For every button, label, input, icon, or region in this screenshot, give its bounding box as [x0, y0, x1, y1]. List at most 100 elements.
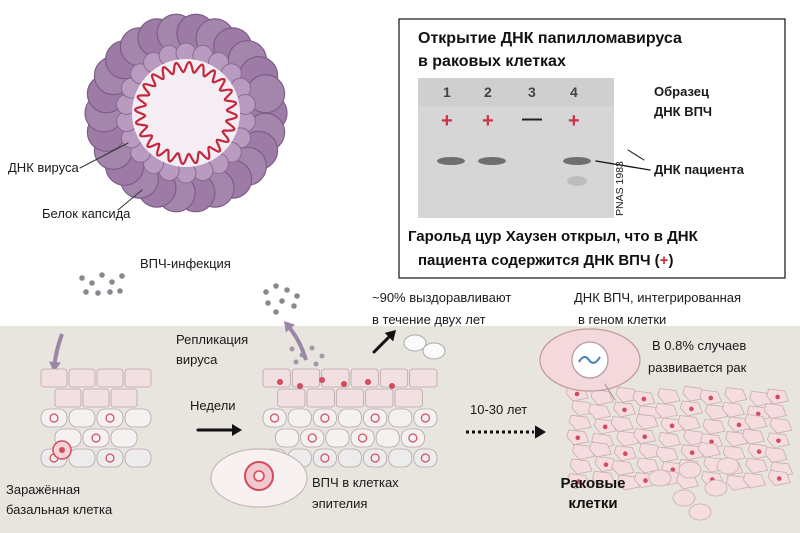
gel-caption-plus: + [659, 252, 669, 269]
epithelial-tissue-cell [300, 428, 325, 448]
epithelial-tissue-cell [338, 408, 362, 428]
gel-band [563, 157, 591, 165]
epithelial-tissue-cell [388, 448, 413, 468]
citation-pnas-1983: PNAS 1983 [614, 161, 626, 216]
epithelial-tissue-cell [413, 448, 438, 468]
cancer-cell-nucleus [708, 395, 714, 401]
cancer-cell [571, 443, 595, 460]
virion-particle [119, 273, 125, 279]
lane-1-sign: + [441, 110, 453, 132]
infected-cell-label-line1: Заражённая [6, 482, 81, 497]
basal-tissue-cell [96, 448, 124, 468]
patient-dna-pointer [595, 160, 651, 171]
epithelial-tissue-cell [350, 368, 379, 388]
epithelial-tissue-cell [388, 408, 413, 428]
lane-4-sign: + [568, 110, 580, 132]
cancer-cell-nucleus [575, 435, 581, 441]
virion-particle [294, 293, 300, 299]
basal-tissue-cell [110, 388, 138, 408]
cancer-cell [638, 442, 662, 459]
epithelial-tissue-nucleus [370, 453, 380, 463]
lane-number-2: 2 [484, 84, 492, 100]
epithelial-tissue-cell [350, 428, 375, 448]
virion-particle [263, 289, 269, 295]
virion-particle [117, 288, 123, 294]
cancer-cell [763, 403, 787, 419]
infected-basal-nucleus [59, 447, 65, 453]
infected-cell-label-line2: базальная клетка [6, 502, 113, 517]
infected-surface-nucleus [389, 383, 395, 389]
cancer-cell-nucleus [736, 422, 742, 428]
infected-surface-nucleus [319, 377, 325, 383]
basal-tissue-cell [40, 408, 68, 428]
weeks-arrow-head [232, 424, 242, 436]
years-arrow-head [535, 425, 546, 439]
cancer-cell-nucleus [755, 411, 761, 417]
cancer-cell [590, 389, 614, 406]
recovery-arrow [372, 334, 392, 354]
cancer-cell [569, 458, 593, 475]
gel-title-line2: в раковых клетках [418, 53, 566, 70]
epithelial-tissue-nucleus [370, 413, 380, 423]
basal-tissue-nucleus [105, 413, 115, 423]
virion-particle [309, 345, 315, 351]
replication-label-line2: вируса [176, 352, 218, 367]
cancer-cell-nucleus [775, 394, 780, 400]
epithelial-tissue-nucleus [320, 413, 330, 423]
cancer-cell [697, 441, 721, 458]
epithelial-tissue-cell [262, 408, 287, 428]
capsid-protein-label: Белок капсида [42, 206, 131, 221]
cancer-cell [704, 404, 728, 420]
virion-particle [289, 346, 295, 352]
detached-cancer-cell [672, 489, 696, 507]
epithelial-tissue-cell [363, 448, 388, 468]
virion-particle [291, 303, 297, 309]
gel-caption-line2: пациента содержится ДНК ВПЧ (+) [418, 252, 673, 269]
cancer-cell [588, 441, 612, 458]
basal-tissue-cell [68, 448, 96, 468]
epithelial-tissue-nucleus [420, 453, 431, 463]
detached-cancer-cell [648, 469, 672, 487]
cancer-cell [571, 400, 595, 417]
epithelium-label-line1: ВПЧ в клетках [312, 475, 399, 490]
virion-particle [284, 287, 290, 293]
gel-band [567, 176, 587, 186]
cancer-cell [617, 474, 641, 491]
integrated-dna-label-line1: ДНК ВПЧ, интегрированная [574, 290, 742, 305]
virion-particle [83, 289, 89, 295]
cancer-cell [616, 430, 640, 447]
gel-band [478, 157, 506, 165]
infected-surface-nucleus [341, 381, 347, 387]
cancer-cell-nucleus [670, 467, 676, 472]
basal-tissue-cell [68, 368, 96, 388]
cancer-cell [568, 414, 592, 431]
virion-particle [79, 275, 85, 281]
basal-tissue-cell [124, 408, 152, 428]
epithelial-tissue-cell [394, 388, 423, 408]
recovered-cell [422, 342, 446, 360]
cancer-cell-nucleus [574, 391, 580, 397]
cancer-cell-nucleus [689, 450, 695, 456]
epithelial-tissue-cell [413, 408, 438, 428]
detached-cancer-cell [688, 503, 712, 521]
basal-tissue-cell [124, 448, 152, 468]
detached-cancer-cell [716, 457, 740, 475]
integrated-cell-pointer [604, 383, 616, 401]
lane-3-sign: — [522, 108, 542, 130]
virion-particle [265, 300, 271, 306]
epithelial-tissue-cell [363, 408, 388, 428]
basal-tissue-cell [124, 368, 152, 388]
cancer-cell-nucleus [641, 396, 647, 402]
epithelial-tissue-cell [409, 368, 438, 388]
recovery-label-line1: ~90% выздоравливают [372, 290, 512, 305]
epithelial-tissue-cell [277, 388, 306, 408]
cancer-cell [636, 457, 660, 474]
lane-number-3: 3 [528, 84, 536, 100]
epithelial-tissue-nucleus [320, 453, 330, 463]
epithelial-tissue-cell [335, 388, 365, 408]
years-label: 10-30 лет [470, 402, 528, 417]
virion-particle [293, 359, 299, 365]
gel-caption-text: пациента содержится ДНК ВПЧ ( [418, 252, 660, 269]
cancer-cell [749, 390, 773, 407]
